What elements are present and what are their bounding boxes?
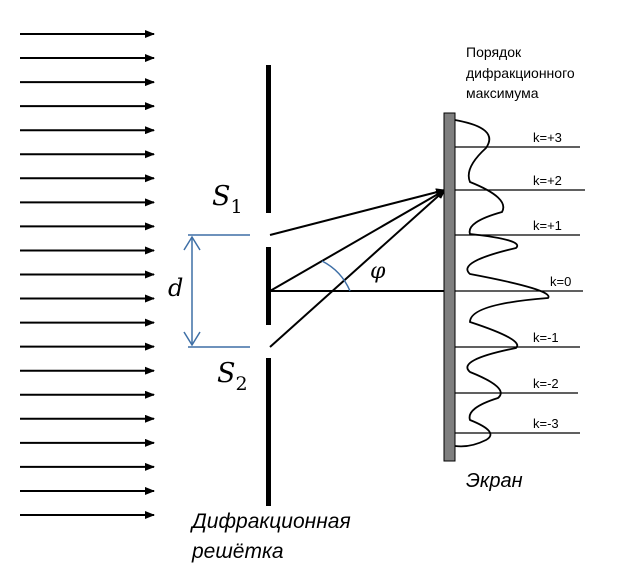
grating-label: Дифракционная решётка	[190, 510, 357, 563]
order-label: k=+2	[533, 173, 562, 188]
diffraction-grating	[266, 65, 271, 506]
intensity-curve	[454, 119, 550, 448]
angle-label: φ	[370, 259, 386, 284]
angle-arc	[321, 260, 351, 292]
order-label: k=+3	[533, 130, 562, 145]
incident-light-rays	[20, 30, 155, 519]
order-label: k=0	[550, 274, 571, 289]
orders-title: Порядок дифракционного максимума	[466, 44, 579, 101]
grating-bar-bottom	[266, 358, 271, 506]
orders-title-line-1: Порядок	[466, 44, 522, 60]
order-label: k=-1	[533, 330, 559, 345]
spacing-dimension	[183, 234, 250, 348]
ray-from-upper-slit	[269, 188, 446, 236]
slit-label-s1: S1	[212, 181, 243, 218]
order-label: k=+1	[533, 218, 562, 233]
order-label: k=-2	[533, 376, 559, 391]
orders-title-line-2: дифракционного	[466, 65, 575, 81]
orders-title-line-3: максимума	[466, 85, 539, 101]
order-label: k=-3	[533, 416, 559, 431]
ray-from-center	[269, 189, 446, 292]
diffracted-rays	[269, 188, 446, 348]
ray-from-lower-slit	[269, 189, 446, 348]
grating-bar-middle	[266, 247, 271, 325]
grating-bar-top	[266, 65, 271, 213]
screen-label: Экран	[466, 470, 523, 492]
slit-label-s2: S2	[217, 358, 248, 395]
grating-label-line-2: решётка	[191, 540, 284, 563]
grating-label-line-1: Дифракционная	[190, 510, 351, 533]
screen	[443, 112, 456, 462]
diffraction-orders: k=+3 k=+2 k=+1 k=0 k=-1 k=-2 k=-3	[455, 130, 585, 434]
spacing-label: d	[168, 274, 183, 302]
